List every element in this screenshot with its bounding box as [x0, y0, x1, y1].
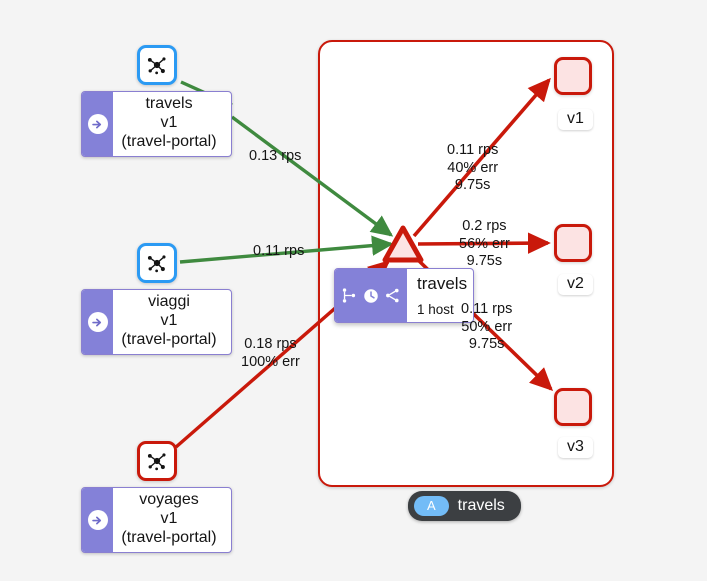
app-namespace: (travel-portal)	[121, 330, 217, 348]
edge-rt: 9.75s	[468, 336, 505, 353]
edge-err: 50% err	[461, 318, 513, 335]
edge-err: 100% err	[241, 353, 300, 370]
node-icon-voyages[interactable]	[137, 441, 177, 481]
app-box-viaggi[interactable]: viaggi v1 (travel-portal)	[81, 289, 232, 355]
app-namespace: (travel-portal)	[121, 528, 217, 546]
traffic-shifting-icon	[342, 288, 356, 303]
node-icon-viaggi[interactable]	[137, 243, 177, 283]
edge-rps: 0.11 rps	[461, 301, 513, 317]
arrow-right-icon	[87, 312, 108, 332]
topology-icon	[147, 255, 166, 273]
arrow-right-icon	[87, 510, 108, 530]
app-name: viaggi	[148, 293, 190, 311]
edge-label-v3: 0.11 rps 50% err 9.75s	[461, 301, 512, 354]
app-box-voyages-labels: voyages v1 (travel-portal)	[113, 488, 231, 552]
topology-icon	[147, 57, 166, 75]
app-name: travels	[145, 95, 193, 113]
workload-strip	[82, 92, 113, 156]
edge-label-viaggi: 0.11 rps	[253, 243, 304, 261]
edge-label-travels: 0.13 rps	[249, 148, 301, 166]
workload-strip	[82, 488, 113, 552]
edge-label-v2: 0.2 rps 56% err 9.75s	[459, 218, 510, 271]
selection-label: travels	[457, 497, 505, 515]
edge-rps: 0.11 rps	[447, 142, 499, 158]
version-node-v3[interactable]	[554, 388, 592, 426]
version-label-v1: v1	[558, 109, 593, 130]
arrow-right-icon	[87, 114, 108, 134]
app-namespace: (travel-portal)	[121, 132, 217, 150]
edge-err: 56% err	[459, 235, 510, 252]
version-node-v2[interactable]	[554, 224, 592, 262]
app-box-travels[interactable]: travels v1 (travel-portal)	[81, 91, 232, 157]
app-box-viaggi-labels: viaggi v1 (travel-portal)	[113, 290, 231, 354]
version-node-v1[interactable]	[554, 57, 592, 95]
graph-selection-pill[interactable]: A travels	[408, 491, 521, 522]
edge-rt: 9.75s	[454, 177, 491, 194]
edge-rps: 0.13 rps	[249, 148, 302, 164]
service-node-travels[interactable]	[381, 224, 425, 266]
request-timeout-icon	[364, 288, 378, 303]
app-name: voyages	[139, 491, 199, 509]
app-version: v1	[160, 510, 178, 528]
status-badge: A	[414, 496, 449, 517]
app-version: v1	[160, 114, 178, 132]
edge-rps: 0.11 rps	[253, 243, 305, 259]
istio-config-badges	[335, 269, 407, 322]
hover-card-title: travels	[417, 274, 468, 293]
edge-rps: 0.2 rps	[462, 218, 507, 234]
version-label-v2: v2	[558, 274, 593, 295]
app-box-voyages[interactable]: voyages v1 (travel-portal)	[81, 487, 232, 553]
hover-card-body: travels 1 host	[407, 269, 493, 322]
edge-label-voyages: 0.18 rps 100% err	[241, 336, 300, 371]
edge-label-v1: 0.11 rps 40% err 9.75s	[447, 142, 498, 195]
hover-card-subtitle: 1 host	[417, 302, 454, 318]
edge-rps: 0.18 rps	[244, 336, 297, 352]
triangle-shape	[382, 225, 424, 263]
request-routing-icon	[386, 288, 399, 303]
version-label-v3: v3	[558, 437, 593, 458]
edge-err: 40% err	[447, 159, 499, 176]
app-box-travels-labels: travels v1 (travel-portal)	[113, 92, 231, 156]
app-version: v1	[160, 312, 178, 330]
topology-icon	[147, 453, 166, 471]
node-icon-travels[interactable]	[137, 45, 177, 85]
edge-rt: 9.75s	[466, 253, 503, 270]
workload-strip	[82, 290, 113, 354]
service-hover-card[interactable]: travels 1 host	[334, 268, 474, 323]
